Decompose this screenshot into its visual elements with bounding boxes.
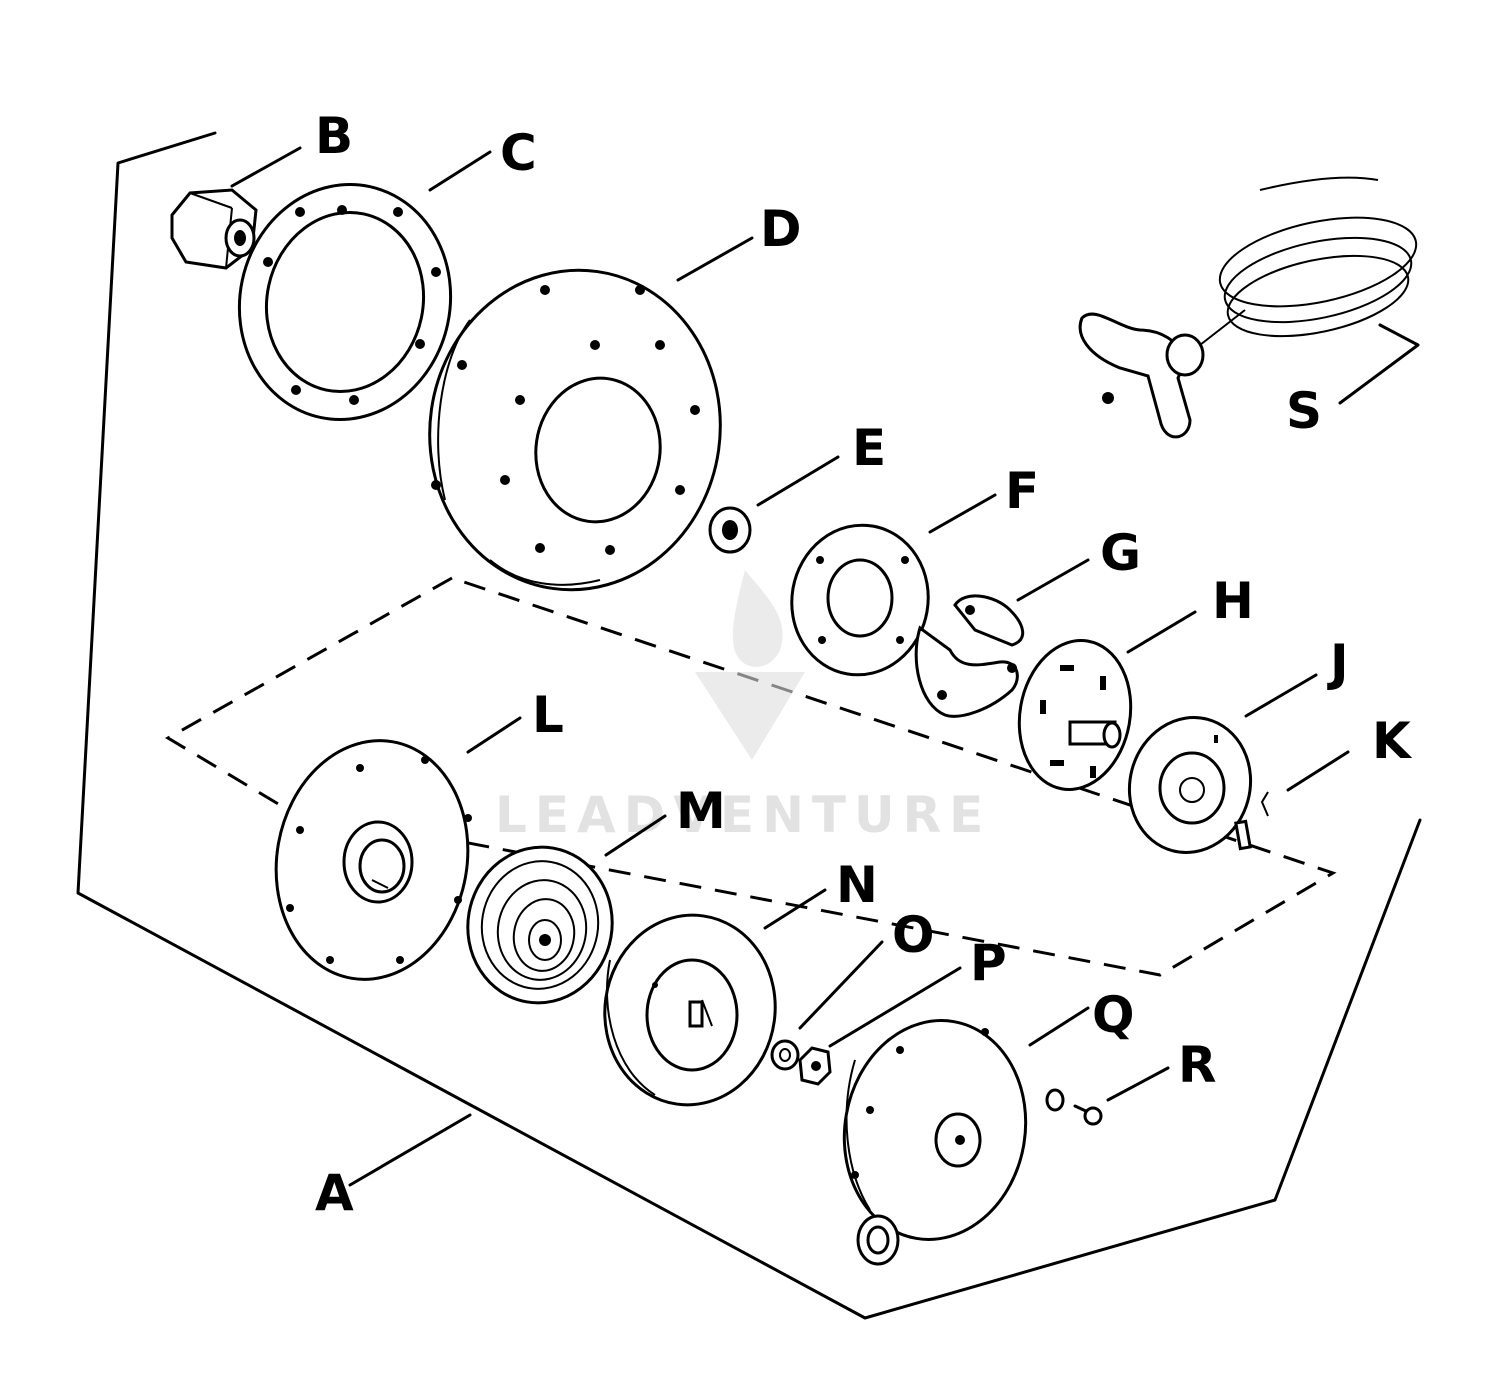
label-b: B [315, 107, 353, 165]
label-m: M [676, 782, 726, 840]
label-g: G [1100, 524, 1141, 582]
part-g-pawls [914, 594, 1025, 718]
watermark-flame-icon [732, 570, 783, 667]
label-c: C [500, 124, 537, 182]
label-p: P [970, 934, 1007, 992]
assembly-outline [76, 131, 1422, 1320]
leader-lines [230, 146, 1350, 1187]
watermark-text: LEADVENTURE [495, 786, 991, 844]
part-r-screw [1045, 1088, 1103, 1126]
part-f-plate [790, 523, 930, 677]
label-a: A [315, 1164, 354, 1222]
label-l: L [532, 686, 564, 744]
watermark: LEADVENTURE [495, 570, 991, 844]
label-j: J [1327, 634, 1349, 692]
part-o-washer [770, 1039, 800, 1071]
label-k: K [1372, 712, 1413, 770]
part-h-hub [1017, 639, 1133, 791]
part-e-washer [708, 506, 752, 554]
part-q-outer-cover [842, 1019, 1028, 1266]
part-k-clips [1234, 791, 1269, 851]
label-s: S [1286, 382, 1322, 440]
label-h: H [1212, 572, 1254, 630]
label-e: E [852, 419, 886, 477]
label-d: D [760, 200, 802, 258]
part-p-nut [798, 1046, 832, 1086]
part-c-gasket [237, 183, 453, 421]
part-m-spring [466, 845, 614, 1005]
part-s-handle-rope [1078, 176, 1420, 439]
label-n: N [836, 856, 878, 914]
part-d-housing [428, 268, 722, 592]
part-n-pulley [603, 913, 777, 1107]
label-o: O [892, 906, 935, 964]
part-b-hex-nut [170, 188, 258, 270]
part-labels: B C D E F G H J K L M N O P Q R S A [315, 107, 1413, 1222]
label-q: Q [1092, 986, 1135, 1044]
part-j-disc [1127, 716, 1253, 854]
label-r: R [1178, 1036, 1217, 1094]
label-f: F [1005, 462, 1039, 520]
part-l-cover-plate [274, 739, 472, 981]
watermark-v-icon [695, 672, 805, 760]
